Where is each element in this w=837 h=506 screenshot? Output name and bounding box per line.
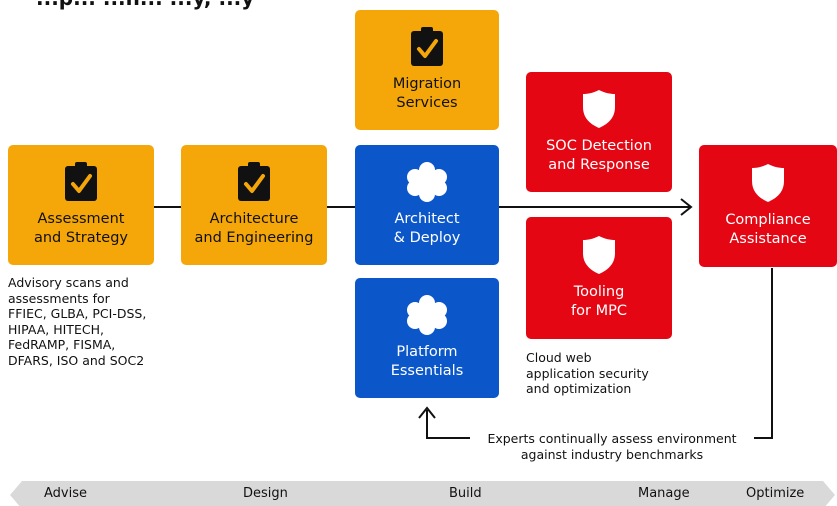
migration-services-box: Migration Services [355, 10, 499, 130]
shield-icon [583, 90, 615, 128]
soc-detection-label: SOC Detection and Response [546, 138, 652, 173]
assessment-and-strategy-box: Assessment and Strategy [8, 145, 154, 265]
phase-label-design: Design [243, 486, 288, 501]
flow-arrowhead [680, 198, 693, 216]
assessment-and-strategy-label: Assessment and Strategy [33, 211, 129, 246]
migration-services-label: Migration Services [392, 76, 462, 111]
compliance-assistance-box: Compliance Assistance [699, 145, 837, 267]
tooling-for-mpc-label: Tooling for MPC [571, 284, 627, 319]
feedback-loop-line [426, 410, 484, 439]
feedback-note: Experts continually assess environment a… [470, 431, 754, 462]
feedback-loop-line [744, 268, 773, 439]
phase-label-advise: Advise [44, 486, 87, 501]
shield-icon [583, 236, 615, 274]
cloud-web-note: Cloud web application security and optim… [526, 350, 649, 396]
phase-label-build: Build [449, 486, 482, 501]
shield-icon [752, 164, 784, 202]
compliance-assistance-label: Compliance Assistance [725, 212, 811, 247]
platform-essentials-box: Platform Essentials [355, 278, 499, 398]
architect-and-deploy-box: Architect & Deploy [355, 145, 499, 265]
clipboard-check-icon [411, 27, 443, 66]
page-title: ...p... ...n... ...y, ...y [36, 0, 254, 10]
clipboard-check-icon [238, 162, 270, 201]
cloud-icon [407, 162, 447, 202]
phase-label-optimize: Optimize [746, 486, 805, 501]
cloud-icon [407, 295, 447, 335]
platform-essentials-label: Platform Essentials [390, 344, 464, 379]
tooling-for-mpc-box: Tooling for MPC [526, 217, 672, 339]
clipboard-check-icon [65, 162, 97, 201]
soc-detection-and-response-box: SOC Detection and Response [526, 72, 672, 192]
phase-bar [10, 481, 835, 506]
architect-and-deploy-label: Architect & Deploy [393, 211, 461, 246]
feedback-arrowhead [418, 406, 436, 419]
architecture-and-engineering-label: Architecture and Engineering [194, 211, 314, 246]
architecture-and-engineering-box: Architecture and Engineering [181, 145, 327, 265]
phase-label-manage: Manage [638, 486, 690, 501]
advisory-note: Advisory scans and assessments for FFIEC… [8, 275, 147, 368]
